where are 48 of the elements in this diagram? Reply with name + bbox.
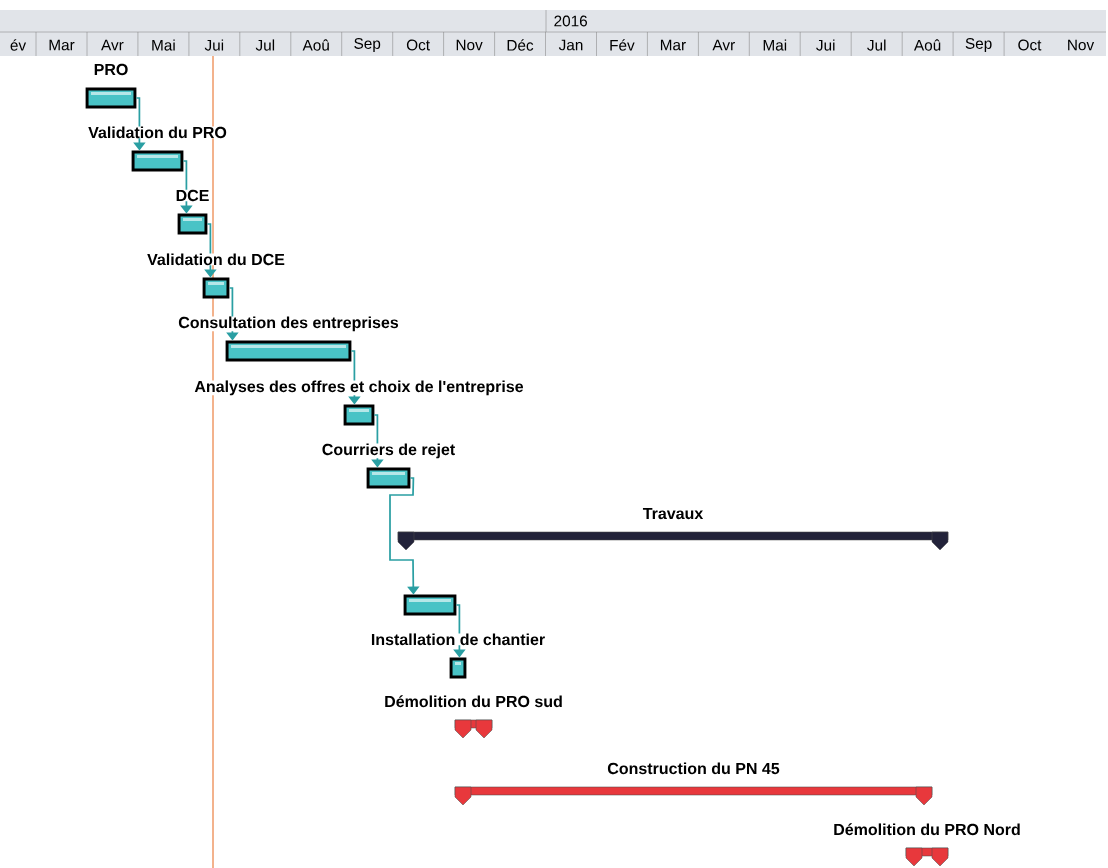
month-label: Jul xyxy=(255,39,275,51)
task-label: Construction du PN 45 xyxy=(607,762,780,775)
month-label: Sep xyxy=(354,38,381,52)
month-label: Jui xyxy=(816,39,835,51)
task-bar xyxy=(449,657,467,679)
summary-bar xyxy=(905,847,949,867)
task-label: Analyses des offres et choix de l'entreprise xyxy=(194,380,524,396)
task-label: Démolition du PRO Nord xyxy=(833,823,1021,836)
task-bar xyxy=(366,467,411,489)
month-label: Aoû xyxy=(302,39,329,51)
year-label: 2016 xyxy=(554,15,587,27)
task-label: PRO xyxy=(93,63,129,76)
task-label: DCE xyxy=(175,189,210,202)
month-label: Aoû xyxy=(914,39,941,51)
task-label: Installation de chantier xyxy=(370,633,546,646)
month-label: Jui xyxy=(204,39,224,51)
month-label: Nov xyxy=(456,39,483,51)
month-label: Sep xyxy=(965,38,992,52)
month-label: Déc xyxy=(507,39,534,51)
task-label: Démolition du PRO sud xyxy=(384,695,563,708)
task-label: Travaux xyxy=(642,508,704,520)
summary-bar xyxy=(454,786,933,806)
task-label: Consultation des entreprises xyxy=(178,316,399,332)
month-label: Avr xyxy=(712,39,735,51)
task-bar xyxy=(225,340,352,362)
month-label: Mai xyxy=(152,39,175,51)
month-label: Jan xyxy=(558,39,583,51)
task-bar xyxy=(403,594,457,616)
task-bar xyxy=(202,277,230,299)
month-label: év xyxy=(10,39,27,51)
month-label: Mai xyxy=(763,39,787,51)
month-label: Avr xyxy=(101,39,124,51)
task-label: Validation du DCE xyxy=(147,253,285,266)
task-label: Validation du PRO xyxy=(88,126,227,139)
task-bar xyxy=(131,150,184,172)
month-label: Oct xyxy=(406,39,430,51)
month-label: Nov xyxy=(1068,39,1095,51)
month-label: Mar xyxy=(49,39,75,51)
month-label: Mar xyxy=(660,39,686,51)
summary-bar xyxy=(454,719,493,739)
month-label: Oct xyxy=(1018,39,1042,51)
task-bar xyxy=(343,404,375,426)
task-label: Courriers de rejet xyxy=(321,443,456,459)
summary-bar xyxy=(397,531,949,551)
month-label: Fév xyxy=(610,39,635,51)
month-label: Jul xyxy=(867,39,886,51)
task-bar xyxy=(177,213,208,235)
task-bar xyxy=(85,87,137,109)
